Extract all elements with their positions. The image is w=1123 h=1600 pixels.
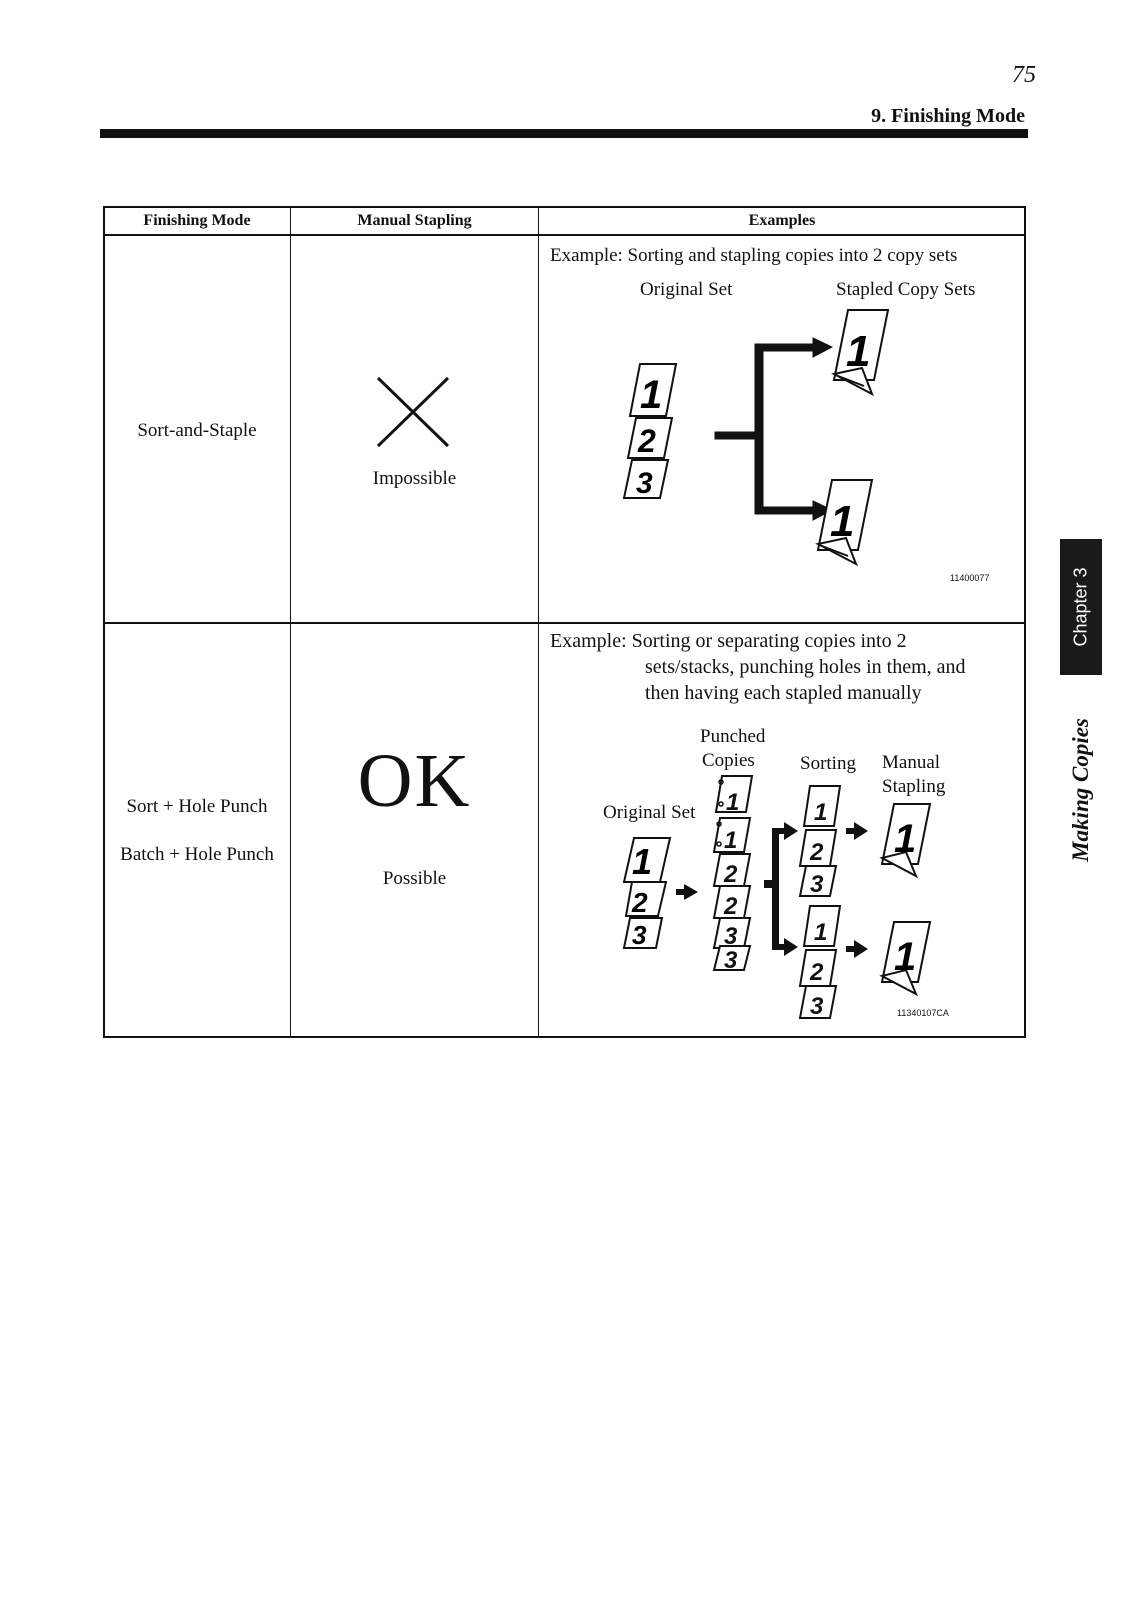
row2-mode-2: Batch + Hole Punch: [120, 844, 274, 865]
side-title-label: Making Copies: [1068, 718, 1093, 862]
svg-text:3: 3: [724, 947, 738, 974]
header-examples: Examples: [748, 212, 816, 229]
row2-label-punched-2: Copies: [702, 750, 755, 771]
svg-text:1: 1: [894, 935, 916, 979]
sort-bracket-arrows: [764, 822, 798, 956]
svg-text:2: 2: [809, 959, 824, 986]
svg-text:3: 3: [724, 923, 738, 950]
header-manual-stapling: Manual Stapling: [357, 212, 472, 229]
row1-figure-code: 11400077: [950, 573, 990, 583]
original-page-1: 1: [622, 837, 672, 883]
header-divider: [104, 234, 1025, 236]
svg-text:1: 1: [726, 789, 739, 816]
row1-stapling-label: Impossible: [372, 468, 457, 489]
header-finishing-mode: Finishing Mode: [143, 212, 251, 229]
section-title: 9. Finishing Mode: [871, 105, 1025, 127]
row1-label-stapled: Stapled Copy Sets: [836, 279, 976, 300]
page-number: 75: [1012, 62, 1036, 88]
svg-text:3: 3: [810, 871, 824, 898]
original-page-2: 2: [626, 417, 674, 459]
sort-staple-diagram: 3 2 1 1 1: [622, 309, 890, 567]
original-page-3: 3: [622, 459, 670, 500]
punch-sort-diagram: 3 2 1 1 1 2 2 3 3: [622, 775, 932, 1020]
header-rule: [100, 129, 1028, 138]
svg-text:2: 2: [637, 423, 656, 459]
row2-stapling-label: Possible: [382, 868, 447, 889]
sorted-set-2: [798, 905, 842, 1019]
row2-label-punched-1: Punched: [700, 726, 766, 747]
row2-example-line1: Example: Sorting or separating copies in…: [550, 630, 907, 652]
svg-text:1: 1: [814, 919, 827, 946]
svg-text:3: 3: [810, 993, 824, 1020]
arrow-to-punch-icon: [684, 884, 698, 900]
manual-stapled-set-2: 1: [879, 921, 932, 997]
svg-text:1: 1: [846, 327, 870, 376]
row-divider: [104, 622, 1025, 624]
original-page-3: 3: [622, 917, 664, 950]
original-page-2: 2: [624, 881, 668, 918]
svg-text:1: 1: [830, 497, 854, 546]
row1-example-caption: Example: Sorting and stapling copies int…: [550, 245, 958, 266]
arrows-to-stapling: [846, 822, 868, 958]
punched-copies-stack: [712, 775, 754, 971]
stapled-set-1: 1: [831, 309, 890, 397]
svg-text:1: 1: [894, 817, 916, 861]
possible-ok-symbol: OK: [357, 739, 472, 823]
row2-label-original: Original Set: [603, 802, 696, 823]
svg-text:3: 3: [636, 467, 653, 500]
row2-example-line2: sets/stacks, punching holes in them, and: [645, 656, 966, 678]
chapter-tab: Chapter 3: [1060, 539, 1102, 675]
impossible-x-icon: [376, 376, 450, 448]
side-title: Making Copies: [1060, 690, 1102, 890]
svg-text:2: 2: [631, 887, 648, 918]
manual-stapled-set-1: 1: [879, 803, 932, 879]
svg-text:2: 2: [809, 839, 824, 866]
row2-label-sorting: Sorting: [800, 753, 856, 774]
svg-text:3: 3: [632, 920, 647, 950]
row2-mode-1: Sort + Hole Punch: [126, 796, 268, 817]
svg-text:2: 2: [723, 893, 738, 920]
row1-label-original: Original Set: [640, 279, 733, 300]
svg-text:1: 1: [724, 827, 737, 854]
row1-mode: Sort-and-Staple: [137, 420, 257, 441]
row2-label-manual-2: Stapling: [882, 776, 946, 797]
original-page-1: 1: [628, 363, 678, 417]
row2-label-manual-1: Manual: [882, 752, 941, 773]
svg-text:1: 1: [640, 373, 662, 417]
stapled-set-2: 1: [815, 479, 874, 567]
svg-text:2: 2: [723, 861, 738, 888]
chapter-tab-label: Chapter 3: [1070, 567, 1091, 647]
row2-example-line3: then having each stapled manually: [645, 682, 922, 704]
svg-text:1: 1: [814, 799, 827, 826]
split-arrows: [714, 337, 834, 521]
row2-figure-code: 11340107CA: [897, 1008, 949, 1018]
svg-text:1: 1: [632, 841, 652, 882]
sorted-set-1: [798, 785, 842, 897]
